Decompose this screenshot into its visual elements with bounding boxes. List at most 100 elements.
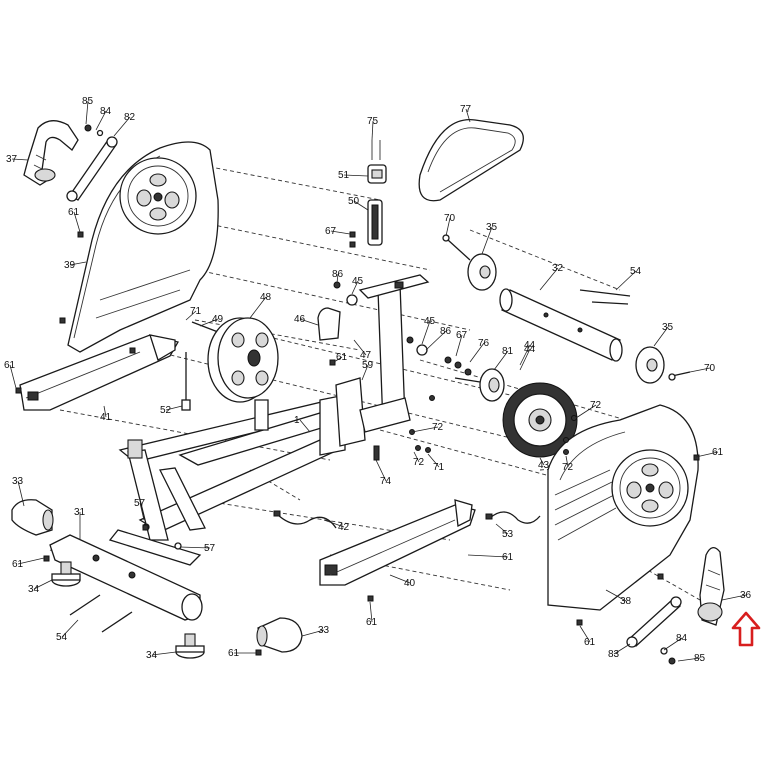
callout-leader-57 — [179, 546, 211, 549]
callout-leader-86 — [425, 330, 447, 351]
callout-74: 74 — [380, 476, 392, 487]
callout-leader-44 — [519, 348, 531, 371]
callout-72: 72 — [562, 462, 574, 473]
callout-leader-43 — [539, 457, 545, 466]
callout-leader-1 — [299, 419, 311, 433]
callout-42: 42 — [338, 522, 350, 533]
left-base-cover — [19, 334, 179, 411]
callout-40: 40 — [404, 578, 416, 589]
callout-75: 75 — [367, 116, 379, 127]
callout-47: 47 — [360, 350, 372, 361]
callout-86: 86 — [332, 269, 344, 280]
callout-leader-74 — [375, 459, 387, 482]
callout-67: 67 — [325, 226, 337, 237]
callout-33: 33 — [12, 476, 24, 487]
callout-leader-48 — [249, 296, 267, 319]
callout-84: 84 — [100, 106, 112, 117]
crank-arm-left — [66, 124, 118, 202]
callout-leader-39 — [69, 261, 87, 266]
callout-82: 82 — [124, 112, 136, 123]
callout-51: 51 — [338, 170, 350, 181]
callout-leader-42 — [323, 519, 345, 528]
callout-48: 48 — [260, 292, 272, 303]
callout-leader-71 — [185, 310, 197, 321]
callout-leader-72 — [413, 451, 420, 463]
callout-85: 85 — [82, 96, 94, 107]
callout-leader-86 — [336, 273, 339, 284]
callout-67: 67 — [456, 330, 468, 341]
callout-leader-67 — [330, 230, 351, 235]
crank-arm-right — [626, 596, 682, 665]
callout-81: 81 — [502, 346, 514, 357]
callout-57: 57 — [204, 543, 216, 554]
callout-leader-53 — [495, 523, 509, 535]
callout-43: 43 — [538, 460, 550, 471]
callout-leader-34 — [151, 651, 177, 656]
callout-71: 71 — [433, 462, 445, 473]
callout-leader-83 — [613, 643, 631, 655]
callout-86: 86 — [440, 326, 452, 337]
callout-leader-57 — [139, 502, 145, 521]
callout-leader-61 — [333, 356, 343, 363]
callout-71: 71 — [190, 306, 202, 317]
drive-belt — [418, 119, 524, 202]
callout-49: 49 — [212, 314, 224, 325]
callout-leader-76 — [469, 342, 485, 363]
callout-leader-51 — [343, 174, 369, 177]
callout-32: 32 — [552, 263, 564, 274]
callout-61: 61 — [366, 617, 378, 628]
callout-leader-46 — [299, 318, 319, 326]
callout-leader-54 — [61, 619, 79, 638]
flywheel — [207, 317, 279, 403]
callout-leader-45 — [351, 280, 359, 295]
callout-leader-54 — [615, 270, 637, 291]
callout-70: 70 — [704, 363, 716, 374]
callout-61: 61 — [68, 207, 80, 218]
leveling-foot-right — [175, 633, 205, 659]
drive-pulley — [502, 382, 578, 458]
callout-39: 39 — [64, 260, 76, 271]
callout-61: 61 — [584, 637, 596, 648]
callout-leader-50 — [353, 200, 369, 211]
callout-leader-41 — [103, 405, 107, 418]
callout-77: 77 — [460, 104, 472, 115]
upright-post — [335, 274, 430, 447]
callout-leader-75 — [371, 120, 374, 141]
callout-leader-36 — [721, 594, 747, 601]
callout-34: 34 — [28, 584, 40, 595]
hardware-bits — [15, 231, 700, 656]
callout-leader-81 — [493, 350, 509, 371]
callout-leader-33 — [301, 629, 325, 637]
callout-36: 36 — [740, 590, 752, 601]
callout-leader-59 — [361, 364, 369, 381]
callout-leader-85 — [677, 657, 701, 662]
callout-44: 44 — [524, 344, 536, 355]
callout-61: 61 — [12, 559, 24, 570]
seat-post-slider — [349, 140, 387, 248]
callout-leader-72 — [565, 455, 569, 468]
callout-leader-82 — [113, 116, 131, 137]
callout-leader-40 — [389, 574, 411, 584]
callout-61: 61 — [336, 352, 348, 363]
callout-leader-61 — [369, 601, 373, 623]
callout-leader-33 — [17, 480, 25, 507]
callout-46: 46 — [294, 314, 306, 325]
idler-roller-right — [635, 346, 691, 384]
callout-leader-61 — [9, 364, 17, 389]
callout-85: 85 — [694, 653, 706, 664]
callout-leader-72 — [411, 426, 439, 433]
callout-1: 1 — [294, 415, 300, 426]
callout-45: 45 — [424, 316, 436, 327]
callout-leader-85 — [85, 100, 89, 125]
callout-leader-35 — [653, 326, 669, 347]
leveling-foot-left — [51, 561, 81, 587]
callout-34: 34 — [146, 650, 158, 661]
axle-tube — [499, 288, 623, 362]
callout-leader-47 — [353, 339, 367, 356]
callout-59: 59 — [362, 360, 374, 371]
callout-54: 54 — [630, 266, 642, 277]
callout-leader-67 — [455, 334, 463, 357]
